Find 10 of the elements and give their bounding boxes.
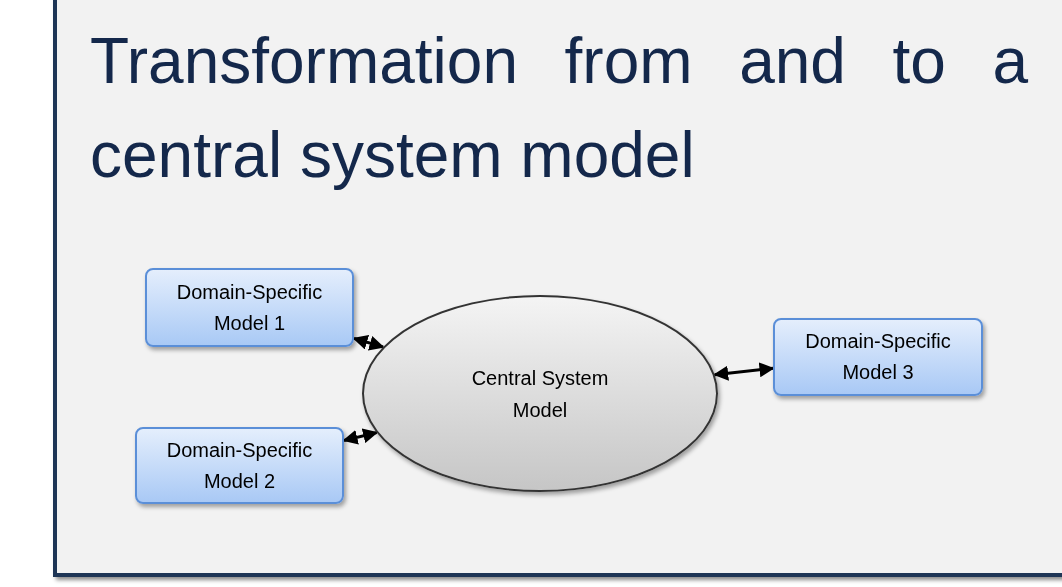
- slide-title: Transformation from and to a central system model: [90, 24, 1028, 193]
- node-label: Central System Model: [470, 365, 610, 423]
- double-arrow: [342, 428, 379, 445]
- model-box: [135, 427, 344, 504]
- model-box: [773, 318, 983, 396]
- double-arrow: [352, 335, 385, 351]
- node-label: Domain-Specific Model 2: [165, 437, 314, 494]
- node-label: Domain-Specific Model 1: [175, 279, 324, 336]
- model-box: [145, 268, 354, 347]
- node-label: Domain-Specific Model 3: [804, 329, 952, 385]
